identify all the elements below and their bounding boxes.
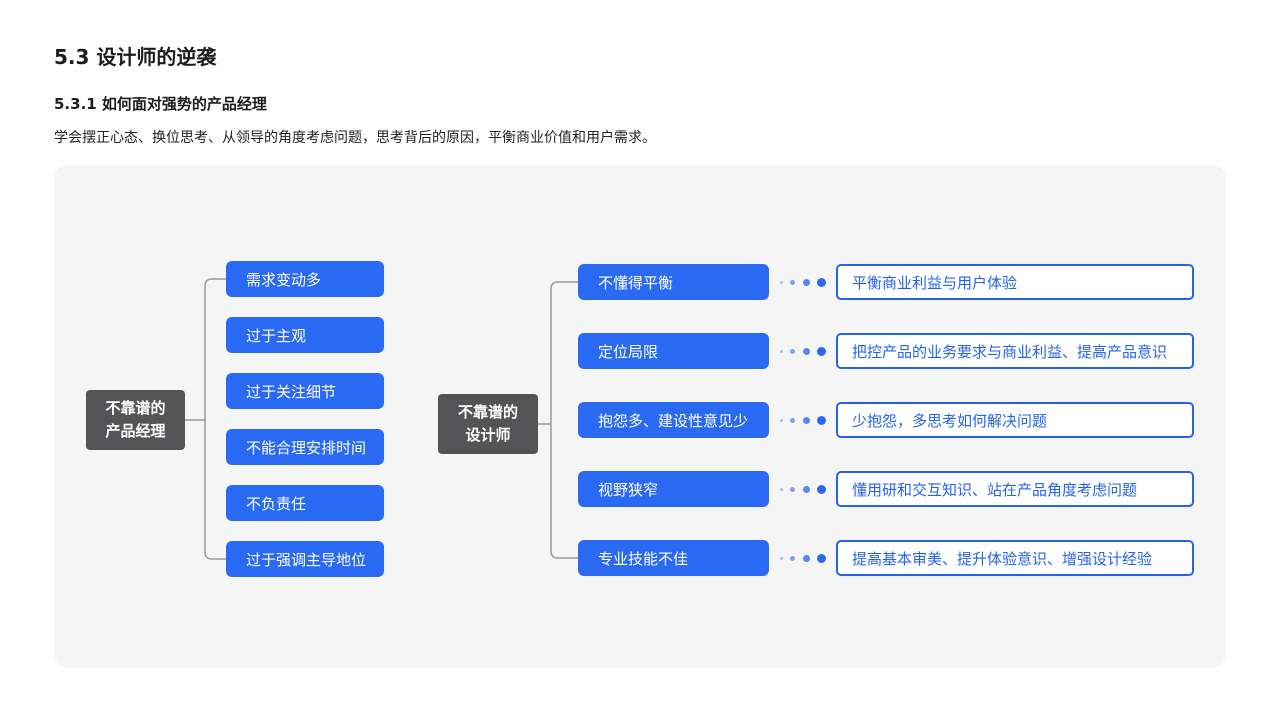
right-child-node: 专业技能不佳 (578, 540, 769, 576)
solution-box: 平衡商业利益与用户体验 (836, 264, 1194, 300)
dot-icon (816, 415, 826, 425)
right-child-node: 视野狭窄 (578, 471, 769, 507)
right-root-line1: 不靠谱的 (457, 403, 518, 421)
dot-icon (816, 484, 826, 494)
solution-box: 提高基本审美、提升体验意识、增强设计经验 (836, 540, 1194, 576)
dot-icon (790, 348, 796, 354)
document-header: 5.3 设计师的逆袭 5.3.1 如何面对强势的产品经理 学会摆正心态、换位思考… (0, 0, 1280, 148)
right-bracket-line (550, 281, 578, 559)
left-child-node: 不能合理安排时间 (226, 429, 384, 465)
dot-icon (780, 556, 783, 560)
dot-icon (790, 555, 796, 561)
dot-icon (780, 280, 783, 284)
left-child-node: 过于关注细节 (226, 373, 384, 409)
right-child-node: 定位局限 (578, 333, 769, 369)
dot-icon (802, 347, 810, 355)
dotted-link (780, 415, 826, 425)
left-root-line1: 不靠谱的 (105, 399, 166, 417)
solution-box: 懂用研和交互知识、站在产品角度考虑问题 (836, 471, 1194, 507)
left-root-line2: 产品经理 (105, 422, 166, 440)
solution-box: 把控产品的业务要求与商业利益、提高产品意识 (836, 333, 1194, 369)
section-subtitle: 5.3.1 如何面对强势的产品经理 (54, 95, 267, 113)
dot-icon (816, 277, 826, 287)
left-child-node: 不负责任 (226, 485, 384, 521)
right-child-node: 抱怨多、建设性意见少 (578, 402, 769, 438)
dotted-link (780, 553, 826, 563)
right-child-node: 不懂得平衡 (578, 264, 769, 300)
dot-icon (790, 279, 796, 285)
diagram-canvas: 不靠谱的 产品经理 需求变动多 过于主观 过于关注细节 不能合理安排时间 不负责… (54, 165, 1226, 668)
dot-icon (802, 485, 810, 493)
dot-icon (780, 487, 783, 491)
dotted-link (780, 277, 826, 287)
dot-icon (816, 553, 826, 563)
left-child-node: 过于主观 (226, 317, 384, 353)
dot-icon (780, 349, 783, 353)
dotted-link (780, 346, 826, 356)
solution-box: 少抱怨，多思考如何解决问题 (836, 402, 1194, 438)
left-child-node: 过于强调主导地位 (226, 541, 384, 577)
section-description: 学会摆正心态、换位思考、从领导的角度考虑问题，思考背后的原因，平衡商业价值和用户… (54, 130, 656, 146)
left-root-node: 不靠谱的 产品经理 (86, 390, 185, 450)
dot-icon (816, 346, 826, 356)
right-root-line2: 设计师 (465, 426, 511, 444)
dot-icon (802, 278, 810, 286)
page-title: 5.3 设计师的逆袭 (54, 45, 217, 69)
right-root-node: 不靠谱的 设计师 (438, 394, 538, 454)
dot-icon (790, 417, 796, 423)
left-bracket-line (204, 278, 226, 560)
dotted-link (780, 484, 826, 494)
left-child-node: 需求变动多 (226, 261, 384, 297)
dot-icon (802, 554, 810, 562)
dot-icon (790, 486, 796, 492)
dot-icon (780, 418, 783, 422)
dot-icon (802, 416, 810, 424)
